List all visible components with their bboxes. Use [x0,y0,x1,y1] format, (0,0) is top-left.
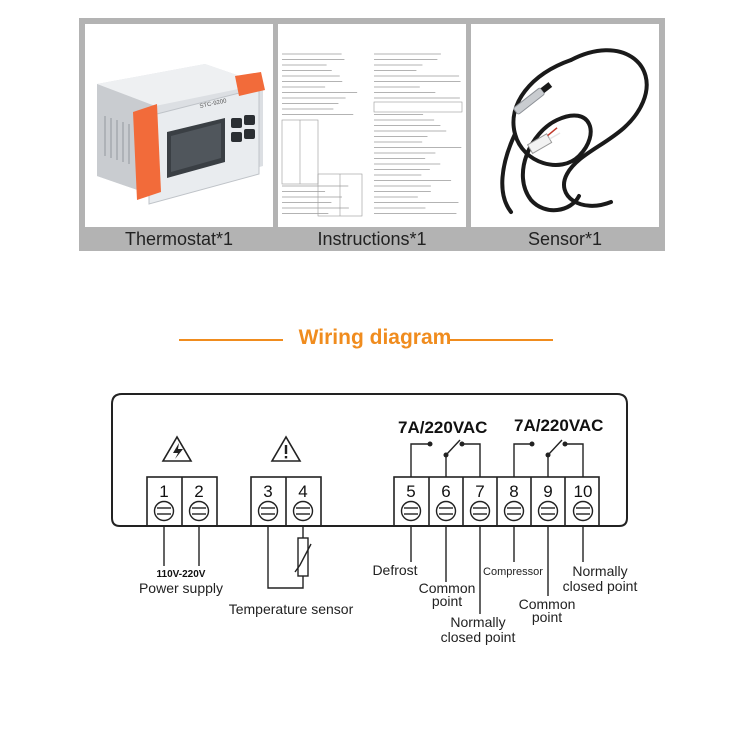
thermostat-panel: STC-9200 [85,24,273,227]
thermostat-image: STC-9200 [97,64,265,205]
thermistor-symbol [297,537,309,577]
wiring-diagram-heading: Wiring diagram [0,320,750,360]
screw-terminal-9 [537,500,559,522]
normally-closed-1-label-line2: closed point [441,629,516,645]
common-point-1-label-line2: point [432,593,462,609]
terminal-number-10: 10 [574,482,593,501]
thermostat-caption: Thermostat*1 [124,229,234,249]
instructions-sheet-image [281,53,463,217]
heading-title: Wiring diagram [298,326,452,349]
exclamation-warning-icon [270,435,302,462]
power-supply-label: Power supply [139,580,223,596]
terminal-number-6: 6 [441,482,450,501]
terminal-number-3: 3 [263,482,272,501]
lightning-warning-icon [161,435,193,462]
screw-terminal-8 [503,500,525,522]
relay-1-symbol [410,439,481,477]
controller-outline [111,393,628,527]
terminal-number-1: 1 [159,482,168,501]
package-contents-strip: STC-9200 Thermostat*1 Instructions*1 [79,18,665,251]
terminal-number-9: 9 [543,482,552,501]
screw-terminal-1 [153,500,175,522]
normally-closed-2-label-line2: closed point [563,578,638,594]
common-point-2-label-line1: Common [519,596,576,612]
relay-1-rating: 7A/220VAC [398,418,487,437]
screw-terminal-2 [188,500,210,522]
screw-terminal-10 [572,500,594,522]
normally-closed-2-label-line1: Normally [572,563,627,579]
temperature-sensor-label: Temperature sensor [229,601,354,617]
compressor-label: Compressor [483,566,543,578]
screw-terminal-6 [435,500,457,522]
heading-left-rule [179,339,283,341]
defrost-label: Defrost [372,562,417,578]
sensor-panel [471,24,659,227]
terminal-number-7: 7 [475,482,484,501]
heading-right-rule [449,339,553,341]
terminal-number-4: 4 [298,482,307,501]
screw-terminal-4 [292,500,314,522]
screw-terminal-3 [257,500,279,522]
terminal-number-5: 5 [406,482,415,501]
relay-2-rating: 7A/220VAC [514,416,603,435]
sensor-caption: Sensor*1 [527,229,603,249]
screw-terminal-5 [400,500,422,522]
thermostat-brand-label: STC-9200 [199,98,228,110]
common-point-1-label-line1: Common [419,580,476,596]
terminal-number-2: 2 [194,482,203,501]
sensor-cable-image [500,48,649,214]
common-point-2-label-line2: point [532,609,562,625]
screw-terminal-7 [469,500,491,522]
instructions-panel [278,24,466,227]
relay-2-symbol [513,439,584,477]
normally-closed-1-label-line1: Normally [450,614,505,630]
instructions-caption: Instructions*1 [317,229,427,249]
terminal-number-8: 8 [509,482,518,501]
voltage-label: 110V-220V [157,569,206,580]
